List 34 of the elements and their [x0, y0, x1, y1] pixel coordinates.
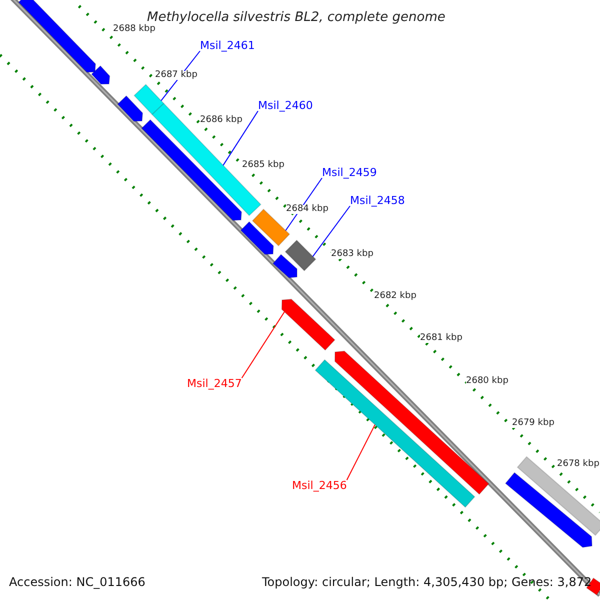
gene-feature: [134, 84, 164, 116]
gene-label: Msil_2458: [350, 195, 405, 206]
tick-label: 2687 kbp: [155, 71, 198, 80]
gene-label: Msil_2459: [322, 167, 377, 178]
leader-line: [241, 311, 285, 378]
tick-label: 2688 kbp: [113, 25, 156, 34]
gene-feature: [18, 0, 96, 73]
tick-label: 2685 kbp: [242, 161, 284, 170]
gene-feature: [281, 298, 336, 351]
gene-feature: [240, 221, 274, 255]
gene-feature: [504, 472, 593, 548]
tick-label: 2678 kbp: [557, 460, 600, 469]
gene-feature: [516, 456, 600, 536]
tick-label: 2684 kbp: [286, 205, 328, 214]
gene-label: Msil_2460: [258, 100, 313, 111]
gene-feature: [284, 240, 316, 272]
tick-label: 2681 kbp: [420, 334, 462, 343]
gene-feature: [117, 95, 144, 122]
footer-text: Topology: circular; Length: 4,305,430 bp; Genes: 3,872: [262, 576, 592, 588]
gene-label: Msil_2456: [292, 480, 347, 491]
leader-line: [222, 110, 258, 166]
gene-label: Msil_2461: [200, 40, 255, 51]
gene-feature: [90, 65, 110, 85]
leader-line: [312, 206, 350, 257]
tick-label: 2679 kbp: [512, 419, 554, 428]
gene-label: Msil_2457: [187, 378, 242, 389]
tick-label: 2682 kbp: [374, 292, 416, 301]
leader-line: [346, 424, 376, 480]
tick-label: 2683 kbp: [331, 250, 374, 259]
footer-text: Accession: NC_011666: [9, 576, 146, 588]
gene-feature: [272, 254, 298, 278]
title: Methylocella silvestris BL2, complete genome: [147, 11, 446, 24]
tick-label: 2680 kbp: [466, 377, 508, 386]
tick-label: 2686 kbp: [200, 116, 242, 125]
